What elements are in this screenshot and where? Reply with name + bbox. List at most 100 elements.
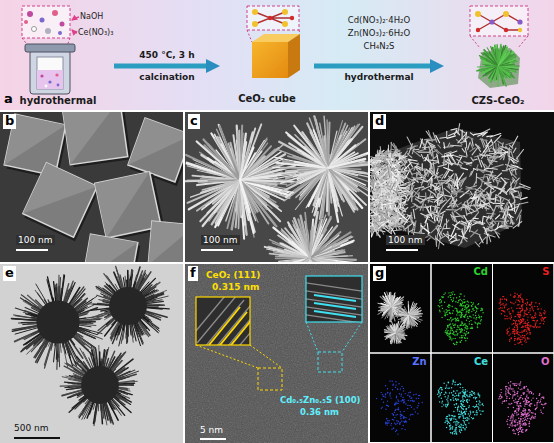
sem-flower-cube (370, 112, 554, 262)
illustration-part (57, 84, 60, 87)
nanosheet (517, 202, 528, 205)
nanosheet (425, 158, 431, 164)
nanosheet (513, 196, 520, 198)
nanosheet (497, 195, 508, 200)
cube-facet (148, 221, 183, 262)
illustration-part (45, 28, 51, 34)
illustration-part (290, 16, 294, 20)
cube-particle (148, 221, 183, 262)
nanosheet (444, 188, 450, 192)
nanosheet (426, 141, 435, 146)
nanosheet (487, 216, 492, 219)
flower-cube (395, 128, 522, 248)
spike (310, 258, 340, 262)
nanosheet (511, 152, 514, 163)
illustration-part (72, 30, 77, 33)
illustration-part (25, 44, 75, 52)
illustration-part (282, 9, 288, 15)
nanosheet (464, 162, 472, 166)
nanosheet (508, 187, 520, 190)
nanosheet (456, 212, 463, 218)
nanosheet (451, 202, 452, 209)
spike (494, 66, 498, 81)
illustration-part (476, 28, 480, 32)
nanosheet (496, 178, 500, 188)
nanosheet (499, 151, 508, 156)
nanosheet (446, 209, 456, 210)
sem-urchins (185, 112, 368, 262)
nanosheet (434, 194, 437, 198)
nanosheet (443, 143, 445, 149)
nanosheet (466, 162, 472, 164)
nanosheet (436, 150, 443, 156)
nanosheet (443, 233, 448, 238)
nanosheet (512, 136, 518, 146)
illustration-part (247, 6, 299, 30)
nanosheet (439, 206, 443, 213)
nanosheet (495, 187, 504, 191)
illustration-part (48, 80, 51, 83)
nanosheet (494, 203, 505, 204)
nanosheet (495, 225, 502, 229)
nanosheet (411, 193, 412, 202)
nanosheet (470, 192, 472, 196)
nanosheet (442, 155, 454, 157)
nanosheet (407, 137, 412, 147)
nanosheet (451, 129, 457, 130)
nanosheet (374, 228, 380, 238)
spike (309, 140, 328, 168)
nanosheet (501, 146, 512, 150)
nanosheet (431, 162, 438, 164)
nanosheet (427, 175, 433, 182)
nanosheet (470, 142, 473, 148)
nanosheet (490, 134, 501, 137)
nanosheet (455, 156, 461, 158)
nanosheet (393, 220, 400, 229)
spike (310, 258, 347, 262)
nanosheet (413, 203, 419, 207)
illustration-part (478, 14, 520, 30)
nanosheet (520, 184, 531, 188)
nanosheet (487, 157, 489, 163)
nanosheet (475, 186, 481, 192)
nanosheet (491, 139, 492, 143)
nanosheet (502, 225, 512, 227)
nanosheet (454, 179, 456, 186)
nanosheet (437, 208, 439, 214)
nanosheet (474, 182, 476, 186)
nanosheet (480, 195, 485, 199)
nanosheet (449, 132, 458, 136)
nanosheet (460, 166, 463, 169)
nanosheet (470, 192, 481, 195)
nanosheet (464, 216, 470, 225)
nanosheet (425, 139, 430, 141)
spike (240, 180, 281, 211)
cube-facet (62, 112, 128, 165)
nanosheet (416, 197, 424, 200)
nanosheet (427, 208, 433, 219)
nanosheet (495, 215, 499, 219)
nanosheet (472, 212, 479, 220)
nanosheet (471, 230, 478, 237)
spike (185, 180, 240, 181)
nanosheet (482, 217, 483, 225)
nanosheet (461, 221, 467, 224)
illustration-part (288, 34, 300, 78)
cube-facet (23, 163, 97, 237)
nanosheet (452, 182, 454, 194)
nanosheet (429, 147, 432, 157)
nanosheet (419, 196, 426, 197)
illustration-part (268, 16, 272, 20)
nanosheet (513, 222, 522, 229)
cube-face (148, 221, 183, 262)
nanosheet (414, 189, 420, 197)
illustration-part (477, 45, 519, 87)
nanosheet (447, 182, 449, 188)
nanosheet (443, 228, 450, 230)
nanosheet (458, 242, 462, 246)
nanosheet (408, 226, 409, 235)
illustration-part (252, 9, 258, 15)
nanosheet (457, 229, 462, 230)
